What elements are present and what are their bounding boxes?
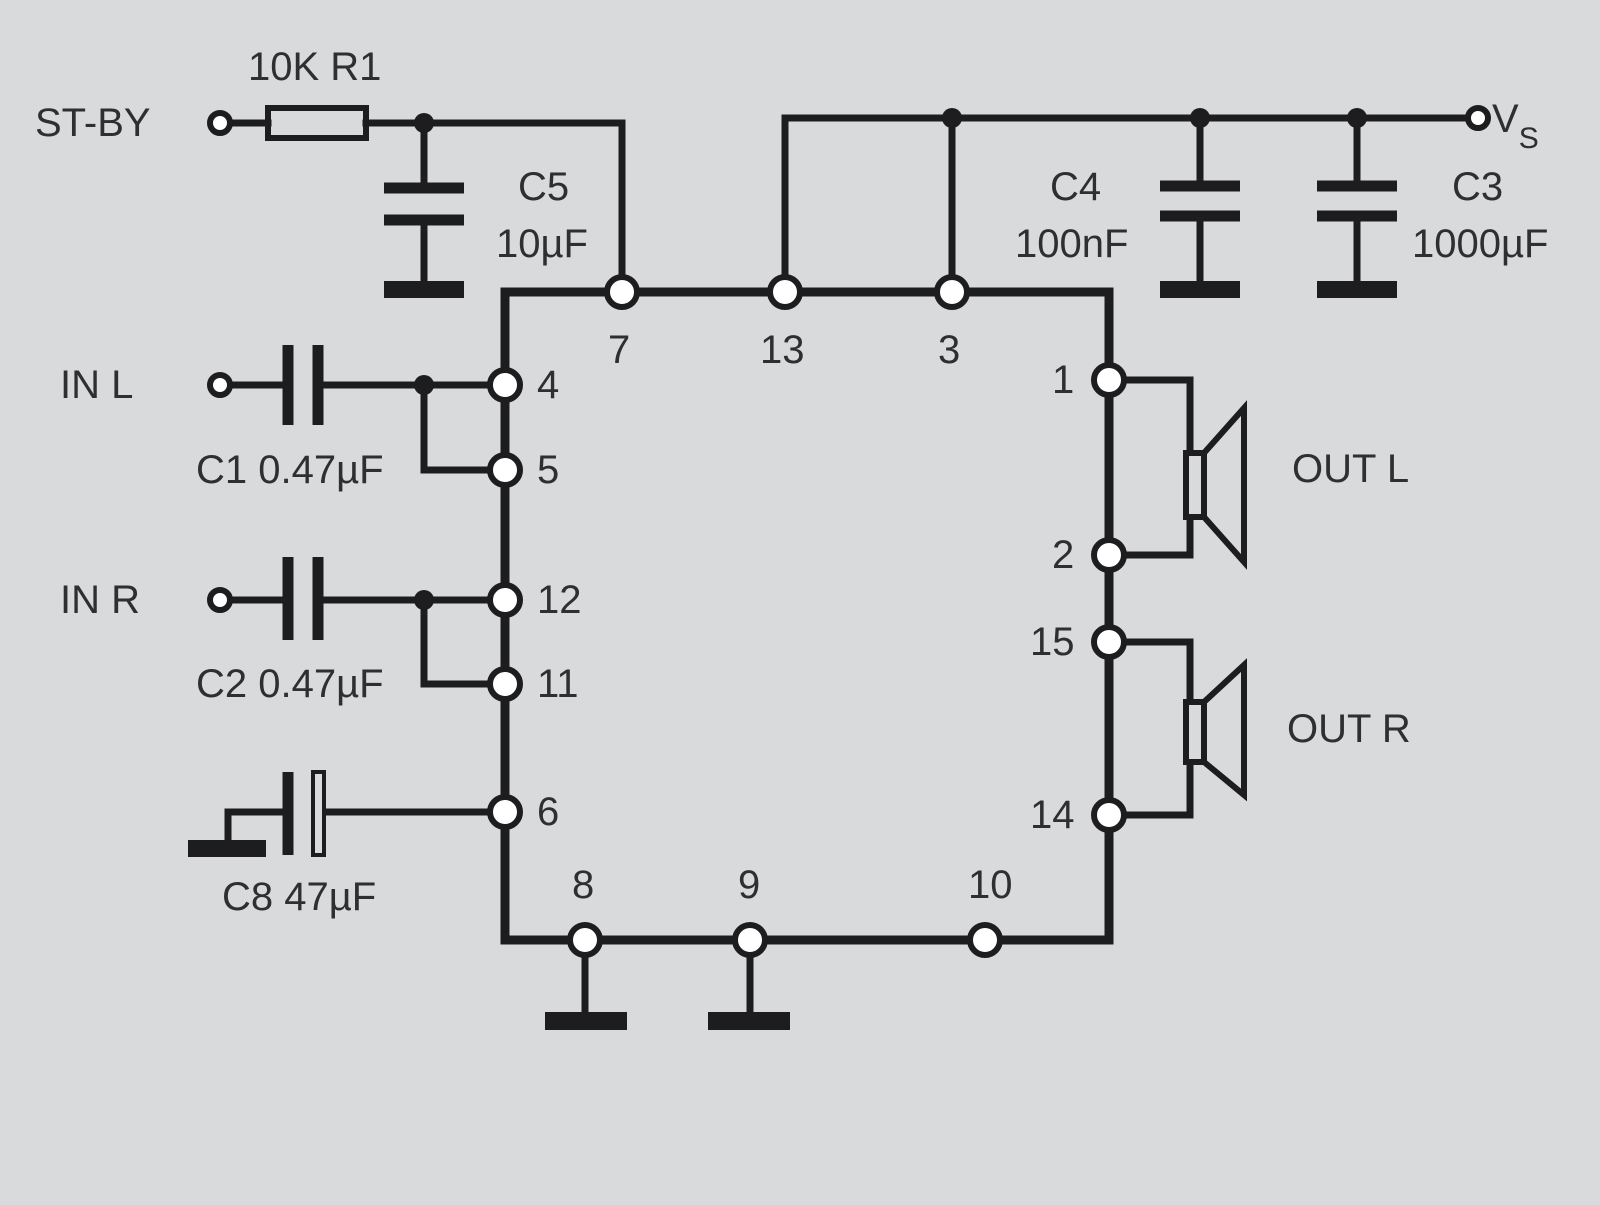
in-l-terminal bbox=[207, 372, 233, 398]
label-r1: 10K R1 bbox=[248, 45, 381, 89]
label-c1: C1 0.47µF bbox=[196, 448, 384, 492]
pin-label-10: 10 bbox=[968, 863, 1013, 907]
pin-3 bbox=[934, 274, 970, 310]
standby-network bbox=[207, 105, 626, 298]
c8-ground-icon bbox=[188, 840, 266, 857]
label-out-l: OUT L bbox=[1292, 447, 1409, 491]
pin-8 bbox=[567, 922, 603, 958]
input-left bbox=[207, 345, 509, 474]
component-labels: ST-BY 10K R1 C5 10µF C4 100nF C3 1000µF … bbox=[35, 45, 1548, 919]
pin-label-14: 14 bbox=[1030, 793, 1075, 837]
standby-terminal bbox=[207, 110, 233, 136]
ic-body bbox=[500, 287, 1114, 945]
in-r-terminal bbox=[207, 587, 233, 613]
pin-label-2: 2 bbox=[1052, 533, 1074, 577]
pin-7 bbox=[604, 274, 640, 310]
resistor-r1 bbox=[265, 105, 369, 141]
pin-10 bbox=[967, 922, 1003, 958]
pin-label-15: 15 bbox=[1030, 620, 1075, 664]
pin5-bridge bbox=[420, 381, 509, 474]
input-right bbox=[207, 557, 509, 688]
c8-network bbox=[188, 770, 509, 857]
pin-label-11: 11 bbox=[537, 662, 579, 706]
label-c5-name: C5 bbox=[518, 165, 569, 209]
pin-label-9: 9 bbox=[738, 863, 760, 907]
junction-pin3 bbox=[942, 108, 962, 128]
vs-rail bbox=[781, 114, 1474, 296]
junction-in-r bbox=[414, 590, 434, 610]
pin-1 bbox=[1091, 362, 1127, 398]
label-c8: C8 47µF bbox=[222, 875, 376, 919]
pin11-bridge bbox=[420, 596, 509, 688]
pin-4 bbox=[487, 367, 523, 403]
pin-12 bbox=[487, 582, 523, 618]
out-r-wire bbox=[1105, 638, 1194, 819]
label-vs-main: V bbox=[1492, 97, 1519, 141]
label-st-by: ST-BY bbox=[35, 101, 151, 145]
label-in-r: IN R bbox=[60, 578, 140, 622]
pin-label-3: 3 bbox=[938, 328, 960, 372]
pin9-ground-icon bbox=[708, 1012, 790, 1030]
pin-label-1: 1 bbox=[1052, 358, 1074, 402]
pin-11 bbox=[487, 666, 523, 702]
pin-label-12: 12 bbox=[537, 578, 582, 622]
pin-label-5: 5 bbox=[537, 448, 559, 492]
pin-label-13: 13 bbox=[760, 328, 805, 372]
c3-ground-icon bbox=[1317, 281, 1397, 298]
junction-in-l bbox=[414, 375, 434, 395]
pin8-ground-icon bbox=[545, 1012, 627, 1030]
ic-pins bbox=[487, 274, 1127, 958]
label-c4-name: C4 bbox=[1050, 165, 1101, 209]
pin-13 bbox=[767, 274, 803, 310]
label-c2: C2 0.47µF bbox=[196, 662, 384, 706]
pin-9 bbox=[732, 922, 768, 958]
label-c4-value: 100nF bbox=[1015, 222, 1128, 266]
pin-6 bbox=[487, 794, 523, 830]
pin-2 bbox=[1091, 537, 1127, 573]
pin-label-8: 8 bbox=[572, 863, 594, 907]
c4-ground-icon bbox=[1160, 281, 1240, 298]
label-vs-sub: S bbox=[1519, 122, 1539, 155]
pin-label-4: 4 bbox=[537, 363, 559, 407]
output-right bbox=[1105, 638, 1247, 819]
label-vs: VS bbox=[1492, 97, 1539, 155]
c8-wire bbox=[224, 808, 509, 849]
pin-5 bbox=[487, 452, 523, 488]
output-left bbox=[1105, 376, 1247, 570]
c8-plate-b bbox=[311, 770, 326, 857]
label-out-r: OUT R bbox=[1287, 707, 1411, 751]
pin-label-6: 6 bbox=[537, 790, 559, 834]
pin-15 bbox=[1091, 624, 1127, 660]
pin-14 bbox=[1091, 797, 1127, 833]
label-c3-name: C3 bbox=[1452, 165, 1503, 209]
pin-number-labels: 7 13 3 4 5 12 11 6 1 2 15 14 8 9 10 bbox=[537, 328, 1075, 907]
label-c5-value: 10µF bbox=[496, 222, 588, 266]
c5-ground-icon bbox=[384, 281, 464, 298]
pin-label-7: 7 bbox=[608, 328, 630, 372]
label-c3-value: 1000µF bbox=[1412, 222, 1548, 266]
vs-network bbox=[781, 105, 1491, 298]
label-in-l: IN L bbox=[60, 363, 133, 407]
speaker-right-cone bbox=[1201, 658, 1247, 802]
standby-wire bbox=[228, 119, 626, 296]
out-l-wire bbox=[1105, 376, 1194, 559]
vs-terminal bbox=[1465, 105, 1491, 131]
speaker-left-cone bbox=[1201, 400, 1247, 570]
